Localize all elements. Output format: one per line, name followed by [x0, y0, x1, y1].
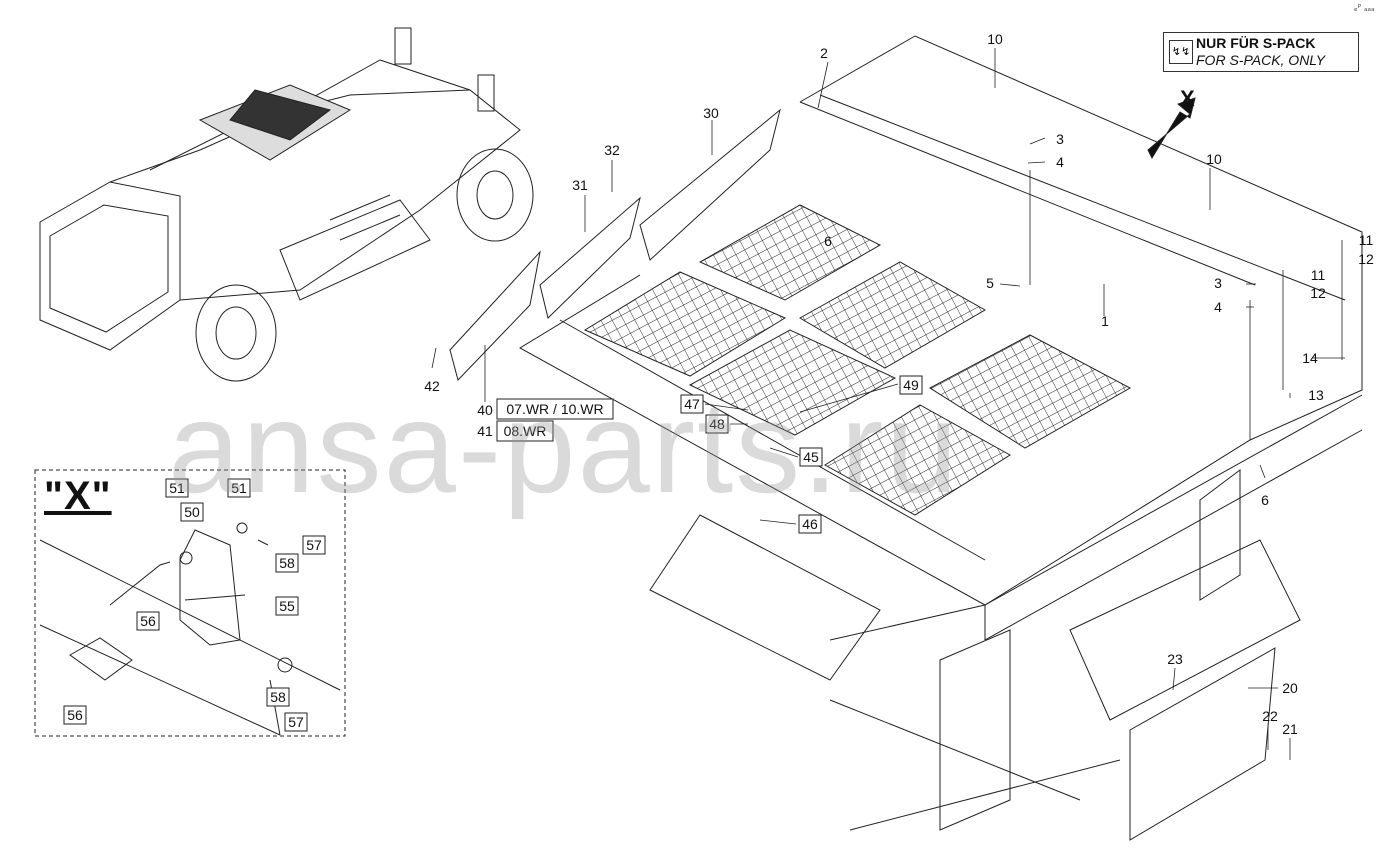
callout-3: 3	[1056, 131, 1064, 147]
legend-line-1: NUR FÜR S-PACK	[1196, 35, 1316, 51]
callout-numbers: 2 10 10 3 4 6 5 1 11 12 3 4 11 12 14 13 …	[424, 31, 1374, 737]
panel-30	[639, 108, 781, 261]
callout-box-50: 50	[184, 504, 200, 520]
callout-13: 13	[1308, 387, 1324, 403]
detail-x-frame	[34, 469, 346, 737]
callout-30: 30	[703, 105, 719, 121]
leader-lines	[431, 48, 1345, 760]
detail-x-parts	[39, 522, 341, 736]
callout-3: 3	[1214, 275, 1222, 291]
main-frame	[519, 35, 1363, 841]
callout-4: 4	[1056, 154, 1064, 170]
callout-6: 6	[1261, 492, 1269, 508]
callout-21: 21	[1282, 721, 1298, 737]
callout-12: 12	[1310, 285, 1326, 301]
callout-41: 41	[477, 423, 493, 439]
panel-40	[449, 250, 541, 381]
callout-box-07wr-10wr: 07.WR / 10.WR	[506, 401, 603, 417]
callout-20: 20	[1282, 680, 1298, 696]
machine-illustration	[39, 27, 534, 382]
s-pack-icon: ↯↯	[1169, 40, 1193, 64]
callout-box-57: 57	[306, 537, 322, 553]
boxed-callout-labels: 07.WR / 10.WR 08.WR 47 48 49 45 46 51 50…	[67, 377, 919, 730]
callout-2: 2	[820, 45, 828, 61]
callout-11: 11	[1359, 232, 1374, 248]
callout-42: 42	[424, 378, 440, 394]
callout-10: 10	[987, 31, 1003, 47]
callout-box-51: 51	[231, 480, 247, 496]
callout-22: 22	[1262, 708, 1278, 724]
callout-4: 4	[1214, 299, 1222, 315]
callout-box-55: 55	[279, 598, 295, 614]
callout-23: 23	[1167, 651, 1183, 667]
callout-6: 6	[824, 233, 832, 249]
callout-12: 12	[1358, 251, 1374, 267]
view-arrow-label: X	[1180, 86, 1195, 111]
callout-10: 10	[1206, 151, 1222, 167]
callout-box-46: 46	[802, 516, 818, 532]
callout-1: 1	[1101, 313, 1109, 329]
callout-11: 11	[1311, 267, 1326, 283]
legend-line-2: FOR S-PACK, ONLY	[1196, 52, 1326, 68]
panel-31	[539, 196, 641, 319]
callout-box-47: 47	[684, 396, 700, 412]
s-pack-legend: ↯↯ NUR FÜR S-PACK FOR S-PACK, ONLY	[1163, 32, 1359, 72]
callout-31: 31	[572, 177, 588, 193]
callout-box-58: 58	[270, 689, 286, 705]
callout-box-57: 57	[288, 714, 304, 730]
callout-box-48: 48	[709, 416, 725, 432]
callout-box-56: 56	[140, 613, 156, 629]
view-arrow-x	[1147, 97, 1196, 160]
corner-mark: ₑᴾ ₐₐₐ	[1354, 4, 1375, 14]
callout-5: 5	[986, 275, 994, 291]
callout-box-45: 45	[803, 449, 819, 465]
callout-32: 32	[604, 142, 620, 158]
detail-x-title: "X"	[44, 474, 112, 518]
callout-box-49: 49	[903, 377, 919, 393]
callout-box-58: 58	[279, 555, 295, 571]
watermark: ansa-parts.ru	[168, 374, 960, 520]
callout-box-08wr: 08.WR	[504, 423, 547, 439]
callout-box-56: 56	[67, 707, 83, 723]
boxed-callouts	[63, 375, 923, 732]
callout-box-51: 51	[169, 480, 185, 496]
callout-40: 40	[477, 402, 493, 418]
callout-14: 14	[1302, 350, 1318, 366]
